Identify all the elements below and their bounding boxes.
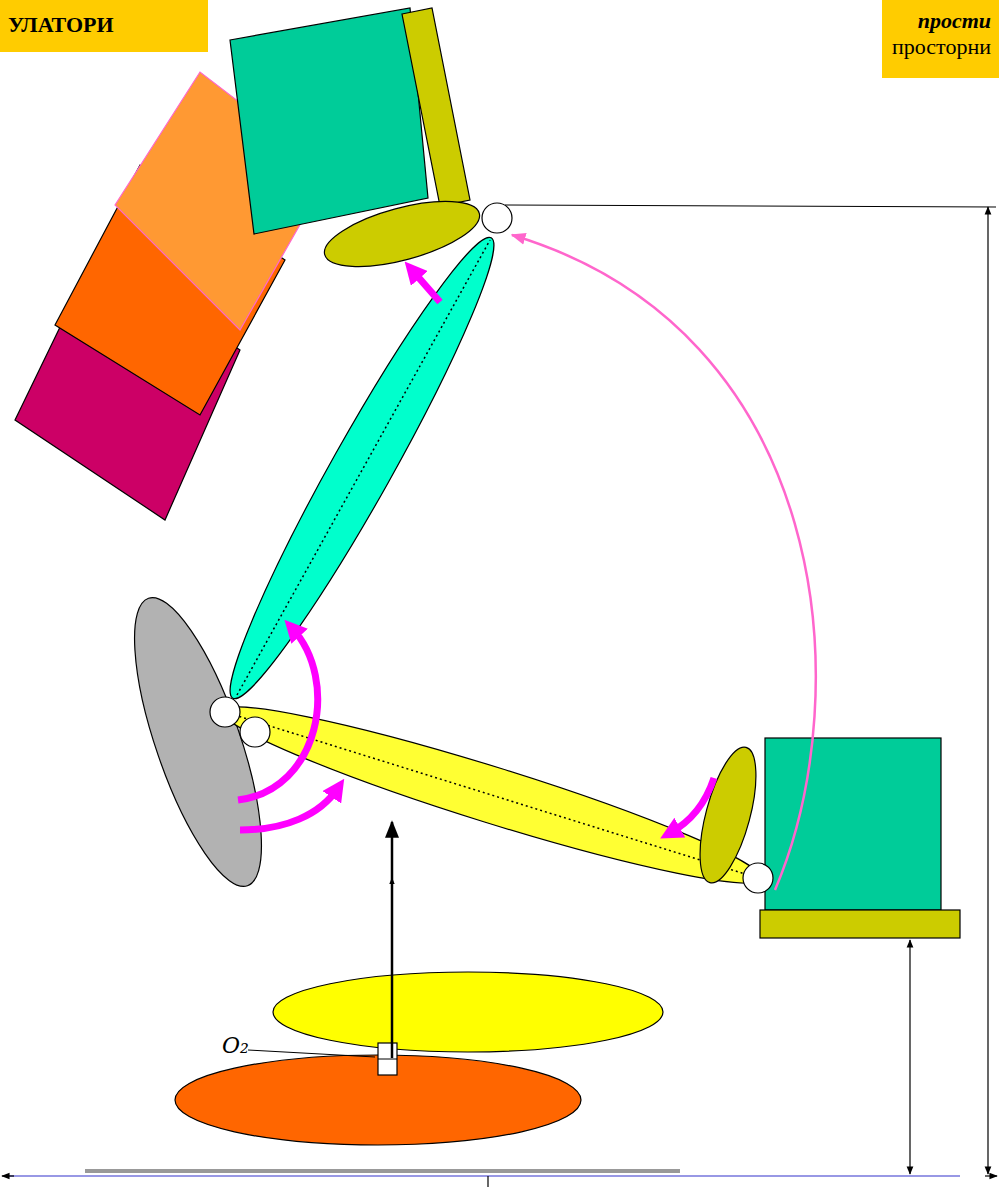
axis-arrow [391, 822, 394, 1058]
rotating-base [273, 972, 663, 1052]
rotation-arrow [412, 270, 440, 302]
axis-arrow [392, 878, 393, 900]
gripper [318, 188, 486, 280]
dimension-line [909, 940, 910, 1174]
joint [482, 203, 512, 233]
joint-label: O₂ [222, 1033, 249, 1058]
joint [210, 697, 240, 727]
joint-o2-line [378, 1059, 397, 1060]
title-box: УЛАТОРИ [0, 0, 208, 52]
subtitle-box: простипросторни [882, 0, 999, 78]
ground-bar [85, 1169, 680, 1173]
trajectory-arrow [512, 235, 816, 890]
joint-o2 [378, 1043, 397, 1075]
heading-text: прости [890, 8, 991, 34]
dimension-line [987, 207, 988, 1174]
heading-text: просторни [890, 34, 991, 60]
gripper-bar [402, 8, 470, 206]
lower-arm [214, 684, 769, 905]
rotation-arrow [238, 628, 318, 800]
joint [743, 863, 773, 893]
arm-axis [225, 712, 758, 878]
ground-line [4, 1175, 960, 1176]
axis-arrow [985, 1175, 997, 1176]
load [765, 738, 941, 910]
rotation-arrow [240, 788, 338, 830]
rotation-arrow [670, 778, 714, 833]
axis-arrow [2, 1175, 14, 1176]
joint [240, 717, 270, 747]
platform [760, 910, 960, 938]
arm-axis [237, 240, 490, 695]
axis-tick [487, 1176, 488, 1187]
leader-line [248, 1050, 375, 1057]
heading-text: УЛАТОРИ [8, 12, 198, 38]
extension-line [505, 205, 996, 207]
load [230, 8, 428, 234]
